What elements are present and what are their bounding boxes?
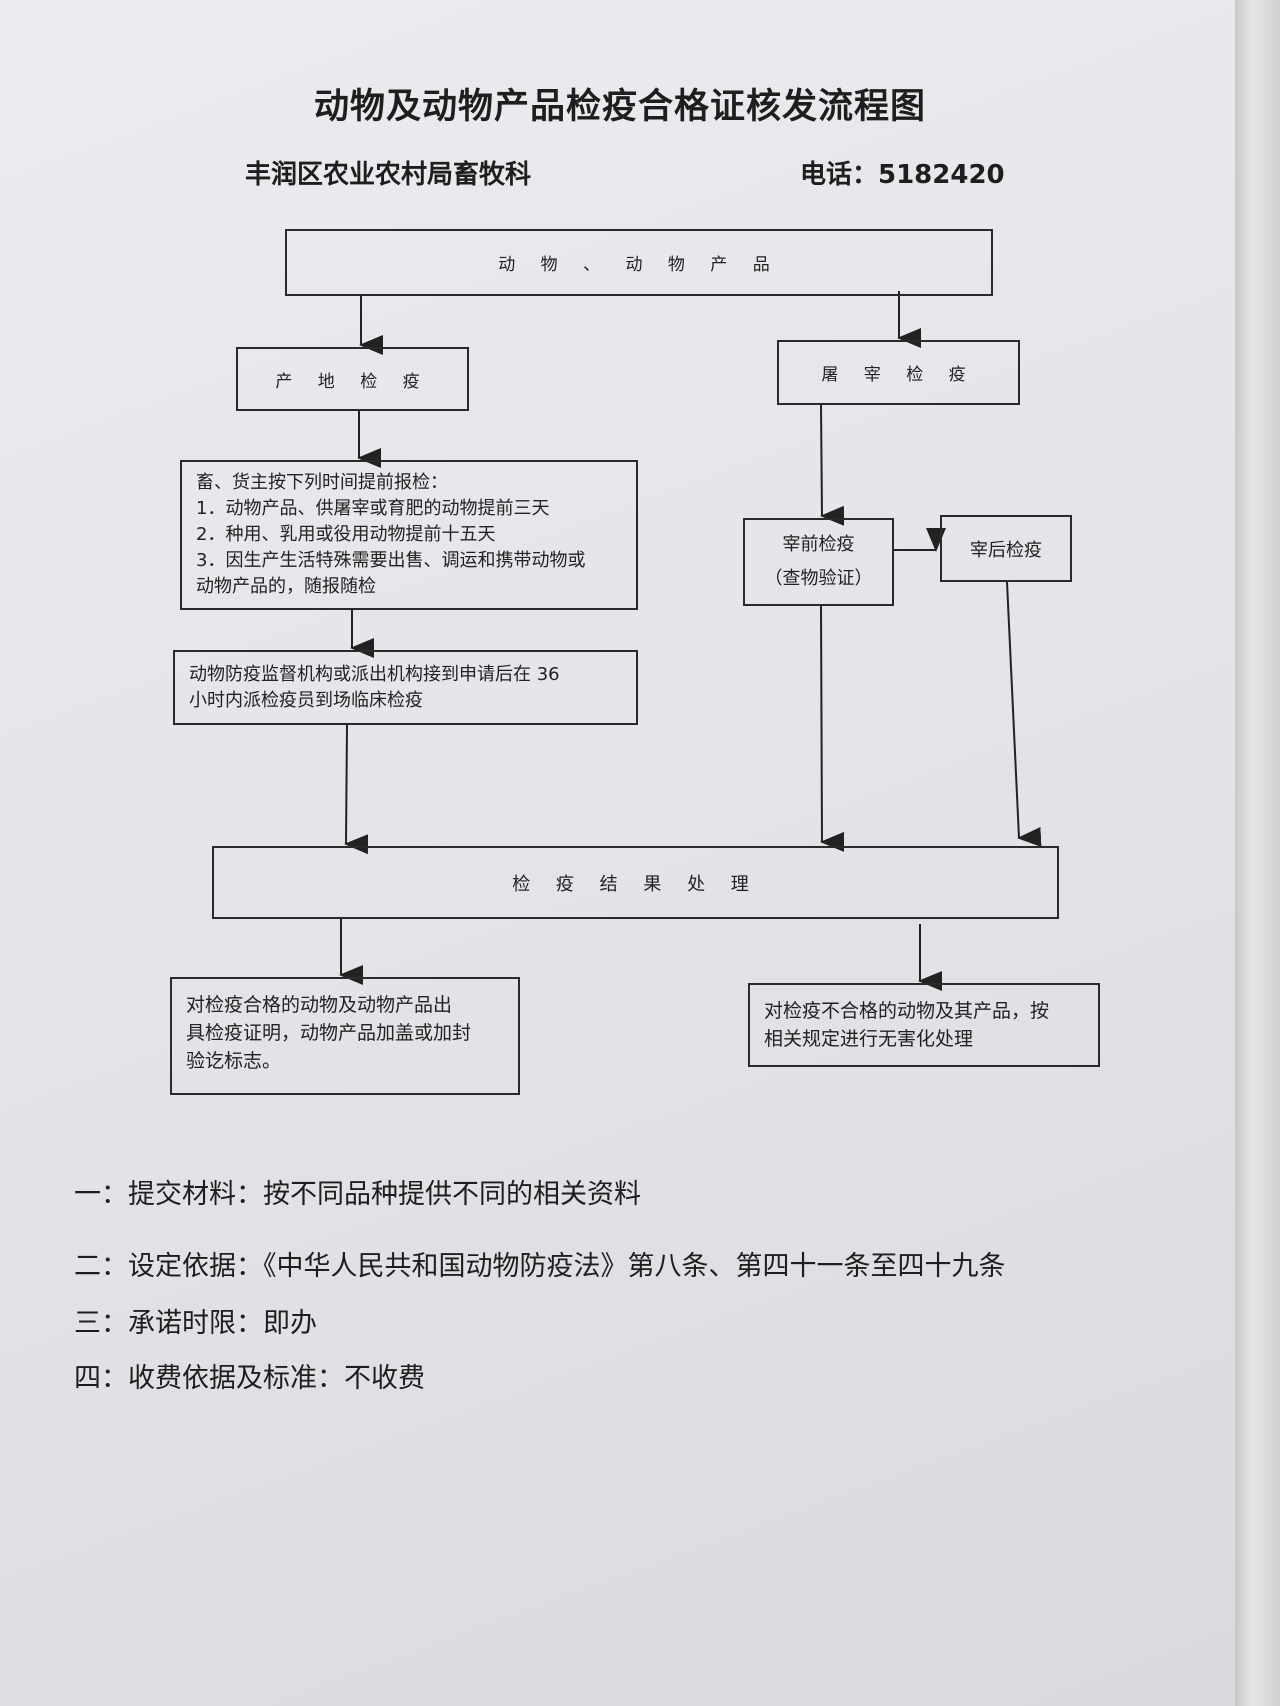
note-time-limit: 三：承诺时限：即办: [74, 1308, 317, 1339]
arrow: [344, 724, 369, 855]
pass-line: 具检疫证明，动物产品加盖或加封: [186, 1022, 472, 1044]
note-materials: 一：提交材料：按不同品种提供不同的相关资料: [74, 1179, 641, 1210]
pre-slaughter-note: （查物验证）: [764, 568, 873, 589]
report-line: 1．动物产品、供屠宰或育肥的动物提前三天: [196, 498, 550, 519]
fail-line: 对检疫不合格的动物及其产品，按: [764, 1000, 1050, 1022]
dispatch-line: 动物防疫监督机构或派出机构接到申请后在 36: [189, 663, 560, 685]
report-line: 畜、货主按下列时间提前报检：: [196, 472, 448, 493]
note-basis: 二：设定依据：《中华人民共和国动物防疫法》第八条、第四十一条至四十九条: [74, 1251, 1006, 1282]
pass-line: 验讫标志。: [186, 1050, 282, 1072]
arrow: [820, 404, 845, 526]
paper-edge: [1235, 0, 1280, 1706]
start-box: 动 物 、 动 物 产 品: [285, 229, 993, 296]
pass-box: 对检疫合格的动物及动物产品出 具检疫证明，动物产品加盖或加封 验讫标志。: [170, 977, 520, 1095]
report-line: 动物产品的，随报随检: [196, 576, 376, 597]
dispatch-line: 小时内派检疫员到场临床检疫: [189, 689, 423, 711]
report-box: 畜、货主按下列时间提前报检： 1．动物产品、供屠宰或育肥的动物提前三天 2．种用…: [180, 460, 638, 610]
origin-inspection-box: 产 地 检 疫: [236, 347, 469, 411]
fail-box: 对检疫不合格的动物及其产品，按 相关规定进行无害化处理: [748, 983, 1100, 1067]
department: 丰润区农业农村局畜牧科: [245, 160, 532, 190]
result-box: 检 疫 结 果 处 理: [212, 846, 1059, 919]
report-line: 3．因生产生活特殊需要出售、调运和携带动物或: [196, 550, 586, 571]
pass-line: 对检疫合格的动物及动物产品出: [186, 994, 453, 1016]
note-fees: 四：收费依据及标准：不收费: [74, 1363, 425, 1394]
dispatch-box: 动物防疫监督机构或派出机构接到申请后在 36 小时内派检疫员到场临床检疫: [173, 650, 638, 725]
fail-line: 相关规定进行无害化处理: [764, 1028, 974, 1050]
arrow: [1006, 581, 1042, 847]
paper: [0, 0, 1240, 1706]
pre-slaughter-box: 宰前检疫 （查物验证）: [743, 518, 894, 606]
pre-slaughter-label: 宰前检疫: [782, 534, 855, 555]
report-line: 2．种用、乳用或役用动物提前十五天: [196, 524, 496, 545]
arrow: [820, 605, 845, 852]
slaughter-inspection-box: 屠 宰 检 疫: [777, 340, 1020, 405]
phone: 电话：5182420: [800, 160, 1005, 190]
post-slaughter-box: 宰后检疫: [940, 515, 1072, 582]
page-title: 动物及动物产品检疫合格证核发流程图: [313, 87, 926, 127]
